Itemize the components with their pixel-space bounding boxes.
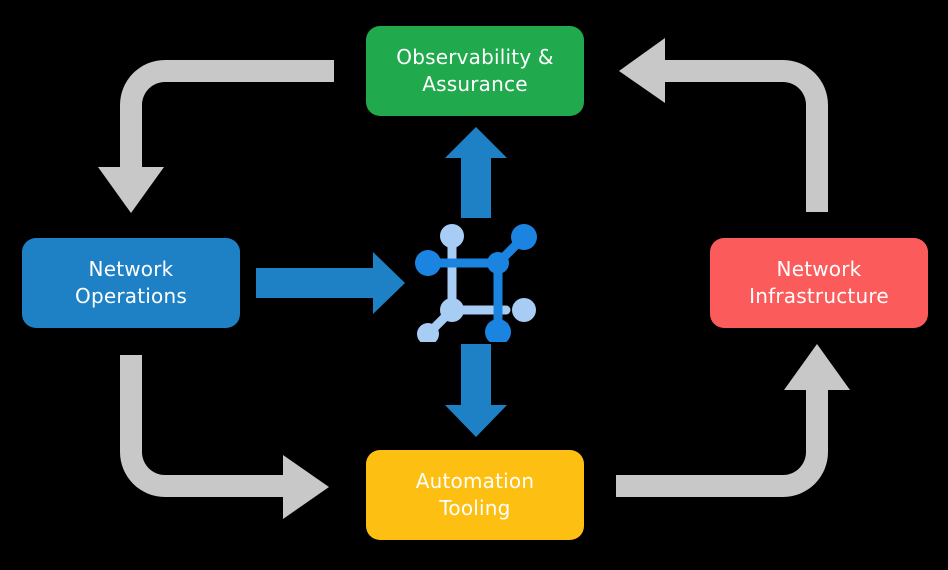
blue-arrow-center-to-automation [445, 344, 507, 437]
mesh-nodes-light [417, 224, 536, 342]
gray-arrow-automation-to-infrastructure [616, 344, 850, 497]
box-network-infrastructure-label: Network Infrastructure [749, 257, 889, 308]
box-network-infrastructure[interactable]: Network Infrastructure [710, 238, 928, 328]
blue-arrow-operations-to-center [256, 252, 405, 314]
box-automation-tooling-label: Automation Tooling [415, 469, 535, 520]
network-mesh-icon [415, 224, 537, 342]
box-observability-assurance-label: Observability & Assurance [396, 45, 554, 96]
mesh-nodes-dark [415, 224, 537, 342]
box-network-operations[interactable]: Network Operations [22, 238, 240, 328]
gray-arrow-infrastructure-to-observability [619, 38, 828, 212]
gray-arrow-observability-to-operations [98, 60, 334, 213]
box-observability-assurance[interactable]: Observability & Assurance [366, 26, 584, 116]
box-network-operations-label: Network Operations [75, 257, 187, 308]
box-automation-tooling[interactable]: Automation Tooling [366, 450, 584, 540]
blue-arrow-center-to-observability [445, 127, 507, 218]
gray-arrow-operations-to-automation [120, 355, 329, 519]
